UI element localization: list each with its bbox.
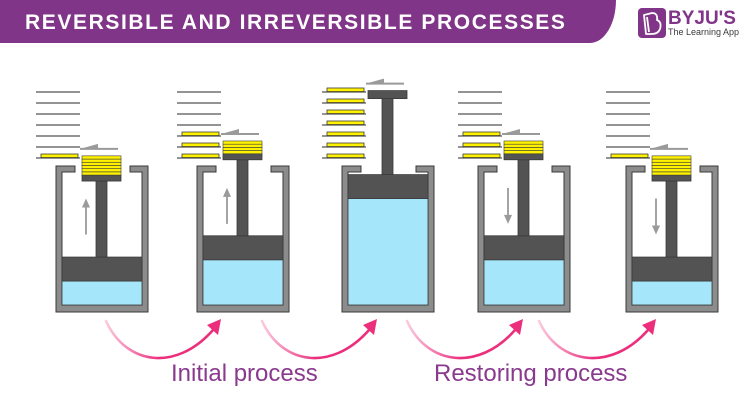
gas-region [202,259,284,306]
gas-region [483,259,565,306]
piston-weight-plate [81,158,122,163]
arrow-up-icon [82,198,90,208]
byjus-b-logo-icon [638,8,666,38]
piston-head [202,235,284,261]
process-arrow-head-icon [509,319,523,335]
shelf-weight-plate [326,98,365,103]
arrow-up-icon [223,187,231,197]
weight-tray [651,174,692,182]
piston-weight-plate [651,158,692,163]
brand-tagline: The Learning App [668,26,740,37]
piston-weight-plate [81,155,122,160]
piston-weight-plate [651,155,692,160]
piston-rod [236,159,249,237]
shelf-weight-plate [326,109,365,114]
restoring-process-label: Restoring process [434,360,628,387]
piston-weight-plate [81,171,122,176]
shelf-weight-plate [181,153,220,158]
piston-weight-plate [222,147,263,151]
weight-tray [81,174,122,182]
shelf-weight-plate [462,131,501,136]
piston-head [631,256,713,282]
page-title: REVERSIBLE AND IRREVERSIBLE PROCESSES [25,11,567,34]
gas-region [347,198,429,306]
arrow-down-icon [652,225,660,235]
piston-rod [95,180,108,258]
arrow-down-icon [504,214,512,224]
cylinder-wall [196,165,290,313]
process-arrow-curve [104,319,215,360]
piston-weight-plate [81,165,122,169]
shelf-weight-plate [40,153,79,158]
header-banner [0,0,616,43]
cylinder-wall [341,165,435,313]
shelf-weight-plate [462,142,501,147]
piston-weight-plate [503,140,544,145]
piston-weight-plate [222,150,263,155]
gas-region [61,280,143,306]
cylinder-wall [55,165,149,313]
piston-weight-plate [81,161,122,166]
shelf-weight-plate [326,142,365,147]
weight-tray [222,153,263,161]
weight-tray [503,153,544,161]
slide-arrow-left-icon [502,128,520,134]
piston-weight-plate [651,171,692,176]
piston-rod [665,180,678,258]
shelf-weight-plate [462,153,501,158]
piston-head [347,174,429,200]
slide-arrow-left-icon [221,128,239,134]
shelf-weight-plate [181,131,220,136]
piston-weight-plate [503,150,544,155]
piston-rod [381,98,394,175]
piston-weight-plate [651,165,692,169]
shelf-weight-plate [326,153,365,158]
gas-region [631,280,713,306]
piston-weight-plate [651,168,692,173]
shelf-weight-plate [610,153,649,158]
process-arrow-curve [537,319,650,360]
shelf-weight-plate [326,87,365,92]
process-arrow-head-icon [363,319,377,335]
process-arrow-head-icon [207,319,221,335]
shelf-weight-plate [326,120,365,125]
shelf-weight-plate [181,142,220,147]
process-arrow-curve [260,319,371,360]
initial-process-label: Initial process [171,360,318,387]
piston-weight-plate [503,143,544,148]
cylinder-wall [477,165,571,313]
piston-weight-plate [651,161,692,166]
slide-arrow-left-icon [80,143,98,149]
piston-head [483,235,565,261]
process-arrow-head-icon [642,319,656,335]
cylinder-wall [625,165,719,313]
piston-weight-plate [222,140,263,145]
slide-arrow-left-icon [366,78,384,84]
piston-rod [517,159,530,237]
slide-arrow-left-icon [650,143,668,149]
piston-weight-plate [81,168,122,173]
piston-head [61,256,143,282]
piston-weight-plate [503,147,544,151]
piston-weight-plate [222,143,263,148]
shelf-weight-plate [326,131,365,136]
brand-name: BYJU'S [668,8,736,29]
brand-logo[interactable]: BYJU'S The Learning App [636,6,746,42]
weight-tray [367,90,408,99]
process-arrow-curve [405,319,517,360]
